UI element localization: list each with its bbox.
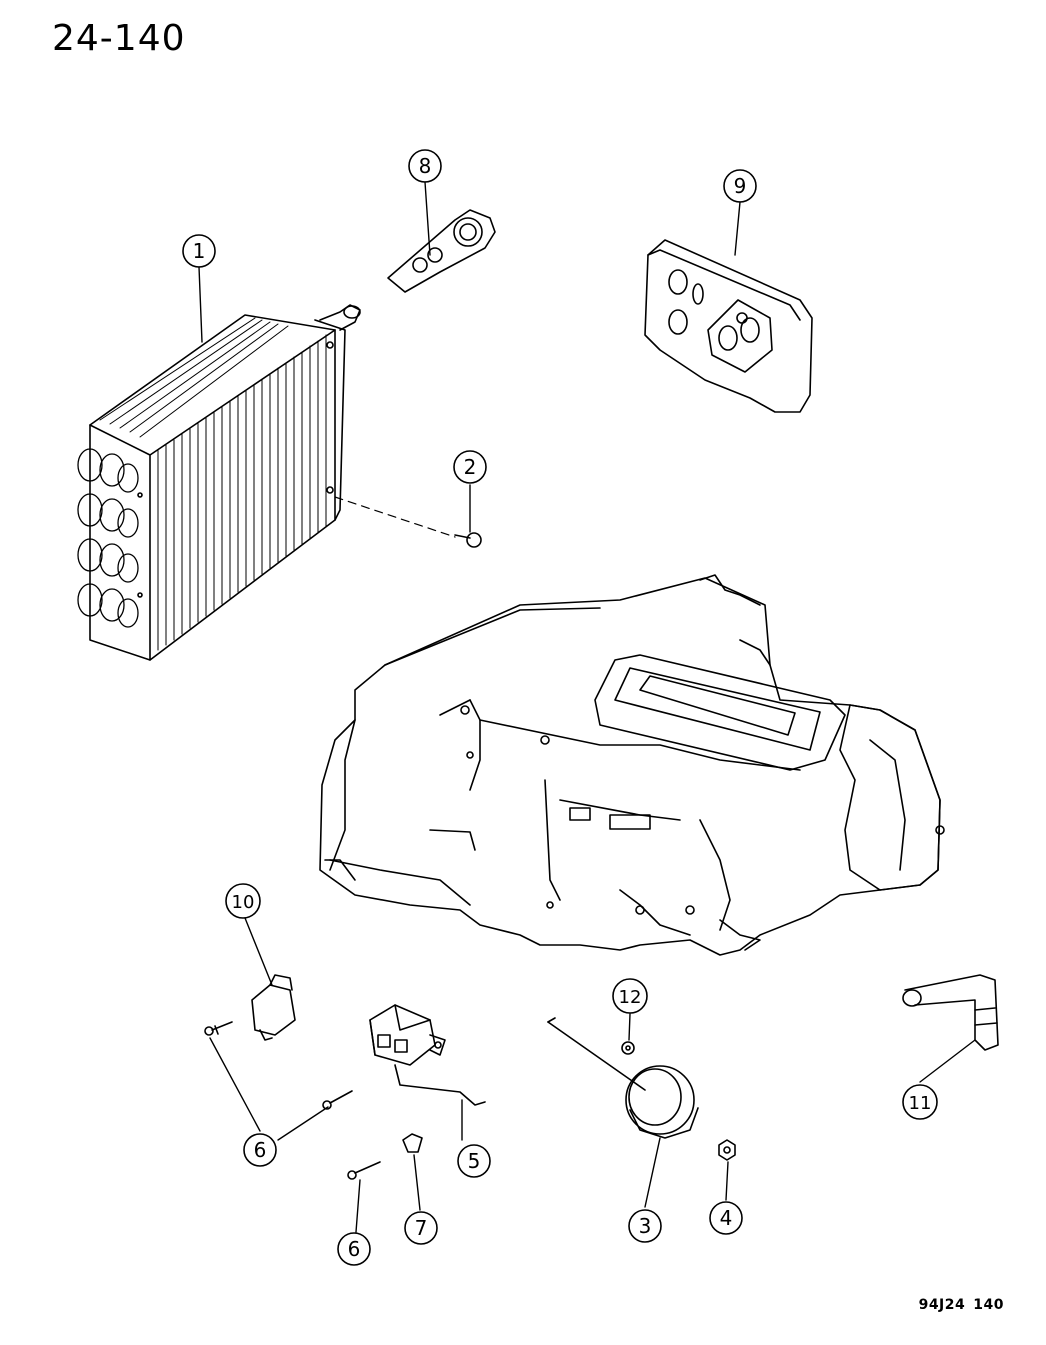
hvac-housing	[319, 574, 945, 956]
callout-10: 10	[225, 883, 261, 919]
callout-11: 11	[902, 1084, 938, 1120]
callout-8: 8	[408, 149, 442, 183]
callout-3-label: 3	[639, 1214, 652, 1238]
figure-code-number: 140	[973, 1297, 1004, 1313]
callout-2: 2	[453, 450, 487, 484]
callout-5-label: 5	[468, 1149, 481, 1173]
callout-5: 5	[457, 1144, 491, 1178]
callout-7-label: 7	[415, 1216, 428, 1240]
page-code: 24-140	[52, 18, 186, 59]
drain-hose	[902, 974, 999, 1051]
callout-4: 4	[709, 1201, 743, 1235]
figure-code: 94J24 140	[919, 1297, 1004, 1313]
callout-7: 7	[404, 1211, 438, 1245]
screw-part-6-top	[204, 1021, 233, 1036]
callout-1: 1	[182, 234, 216, 268]
callout-6-lower-label: 6	[348, 1237, 361, 1261]
relay-part-10	[251, 974, 296, 1041]
evaporator-core	[77, 304, 361, 661]
callout-3: 3	[628, 1209, 662, 1243]
screw-leader-dashed	[334, 496, 456, 538]
blower-resistor	[369, 1004, 486, 1106]
callout-9: 9	[723, 169, 757, 203]
callout-6-upper-label: 6	[254, 1138, 267, 1162]
callout-1-label: 1	[193, 239, 206, 263]
screw-part-2	[454, 532, 482, 548]
callout-4-label: 4	[720, 1206, 733, 1230]
nut-part-12	[621, 1041, 635, 1055]
callout-2-label: 2	[464, 455, 477, 479]
callout-8-label: 8	[419, 154, 432, 178]
expansion-valve-gasket	[644, 239, 813, 413]
callout-6-upper: 6	[243, 1133, 277, 1167]
expansion-valve-plate	[387, 209, 496, 293]
callout-12: 12	[612, 978, 648, 1014]
vacuum-actuator	[547, 1017, 699, 1139]
callout-6-lower: 6	[337, 1232, 371, 1266]
leader-lines	[198, 181, 976, 1233]
callout-12-label: 12	[619, 987, 642, 1008]
nut-part-4	[718, 1139, 736, 1161]
clip-part-7	[402, 1133, 423, 1153]
figure-code-prefix: 94J24	[918, 1297, 966, 1313]
callout-9-label: 9	[734, 174, 747, 198]
screw-part-6-bottom	[347, 1161, 381, 1180]
callout-10-label: 10	[232, 892, 255, 913]
callout-11-label: 11	[909, 1093, 932, 1114]
screw-part-6-middle	[322, 1090, 353, 1110]
